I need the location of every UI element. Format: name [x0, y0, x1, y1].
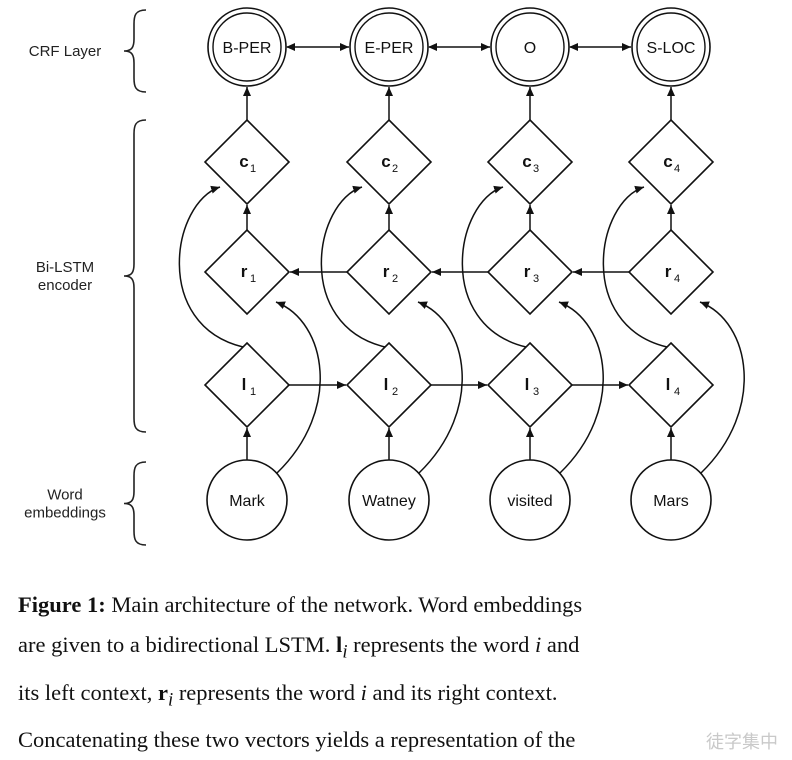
watermark: 徒字集中: [706, 732, 778, 753]
brace-1: [123, 9, 147, 93]
r-node: [627, 228, 715, 316]
word-label: Mars: [653, 493, 689, 510]
edge-l-to-c: [320, 185, 386, 348]
caption-line-4: Concatenating these two vectors yields a…: [18, 727, 576, 752]
edge-word-to-r: [558, 301, 604, 474]
c-node-subscript: 4: [674, 163, 680, 175]
c-node-label: c: [522, 152, 531, 171]
l-node-subscript: 2: [392, 386, 398, 398]
word-node: [489, 459, 571, 541]
caption-line-1: Figure 1: Main architecture of the netwo…: [18, 585, 778, 625]
word-node: [206, 459, 288, 541]
edge-word-to-r: [417, 301, 463, 474]
crf-tag: O: [524, 40, 536, 57]
r-node-subscript: 3: [533, 273, 539, 285]
r-node: [486, 228, 574, 316]
caption-var-i: i: [360, 679, 367, 705]
c-node-label: c: [381, 152, 390, 171]
r-node-subscript: 4: [674, 273, 680, 285]
r-node-subscript: 1: [250, 273, 256, 285]
r-node-label: r: [383, 262, 390, 281]
c-node: [627, 118, 715, 206]
figure-label: Figure 1:: [18, 592, 106, 617]
l-node-label: l: [666, 375, 671, 394]
brace-label: encoder: [38, 277, 92, 294]
caption-subscript-i: i: [167, 689, 174, 710]
c-node: [486, 118, 574, 206]
word-node: [630, 459, 712, 541]
r-node-label: r: [524, 262, 531, 281]
crf-node-inner: [212, 12, 282, 82]
caption-text: represents the word: [173, 679, 361, 705]
caption-text: and its right context.: [366, 679, 558, 705]
crf-tag: B-PER: [223, 40, 272, 57]
brace-label: embeddings: [24, 505, 106, 522]
caption-var-l: l: [336, 632, 343, 657]
l-node-subscript: 1: [250, 386, 256, 398]
edge-word-to-r: [275, 301, 321, 474]
edge-l-to-c: [461, 185, 527, 348]
word-label: Watney: [362, 493, 416, 510]
edge-word-to-r: [699, 301, 745, 474]
c-node-subscript: 1: [250, 163, 256, 175]
crf-node-inner: [354, 12, 424, 82]
caption-text: are given to a bidirectional LSTM.: [18, 632, 337, 657]
crf-tag: E-PER: [365, 40, 414, 57]
l-node: [203, 341, 291, 429]
edge-l-to-c: [602, 185, 668, 348]
caption-text: its left context,: [18, 679, 158, 705]
caption-text: Main architecture of the network. Word e…: [105, 592, 583, 617]
caption-text: and: [541, 632, 580, 657]
brace-2: [123, 119, 147, 433]
l-node-label: l: [384, 375, 389, 394]
r-node-subscript: 2: [392, 273, 398, 285]
crf-node-inner: [495, 12, 565, 82]
l-node-subscript: 3: [533, 386, 539, 398]
caption-var-i: i: [534, 632, 542, 657]
c-node: [345, 118, 433, 206]
figure-caption: Figure 1: Main architecture of the netwo…: [18, 585, 778, 760]
caption-text: represents the word: [347, 632, 535, 657]
c-node-subscript: 3: [533, 163, 539, 175]
word-node: [348, 459, 430, 541]
caption-var-r: r: [157, 679, 168, 705]
brace-3: [123, 461, 147, 546]
c-node-label: c: [239, 152, 248, 171]
l-node: [345, 341, 433, 429]
r-node-label: r: [241, 262, 248, 281]
word-label: visited: [507, 493, 552, 510]
crf-node-inner: [636, 12, 706, 82]
l-node-label: l: [525, 375, 530, 394]
l-node-subscript: 4: [674, 386, 680, 398]
l-node-label: l: [242, 375, 247, 394]
l-node: [486, 341, 574, 429]
r-node: [203, 228, 291, 316]
brace-label: Word: [47, 487, 83, 504]
c-node-label: c: [663, 152, 672, 171]
edge-l-to-c: [178, 185, 244, 348]
brace-label: CRF Layer: [29, 43, 102, 60]
c-node-subscript: 2: [392, 163, 398, 175]
caption-line-3: its left context, ri represents the word…: [18, 673, 778, 721]
crf-tag: S-LOC: [647, 40, 696, 57]
word-label: Mark: [229, 493, 266, 510]
brace-label: Bi-LSTM: [36, 259, 94, 276]
c-node: [203, 118, 291, 206]
caption-subscript-i: i: [342, 641, 348, 663]
r-node: [345, 228, 433, 316]
r-node-label: r: [665, 262, 672, 281]
caption-line-2: are given to a bidirectional LSTM. li re…: [18, 625, 778, 673]
l-node: [627, 341, 715, 429]
